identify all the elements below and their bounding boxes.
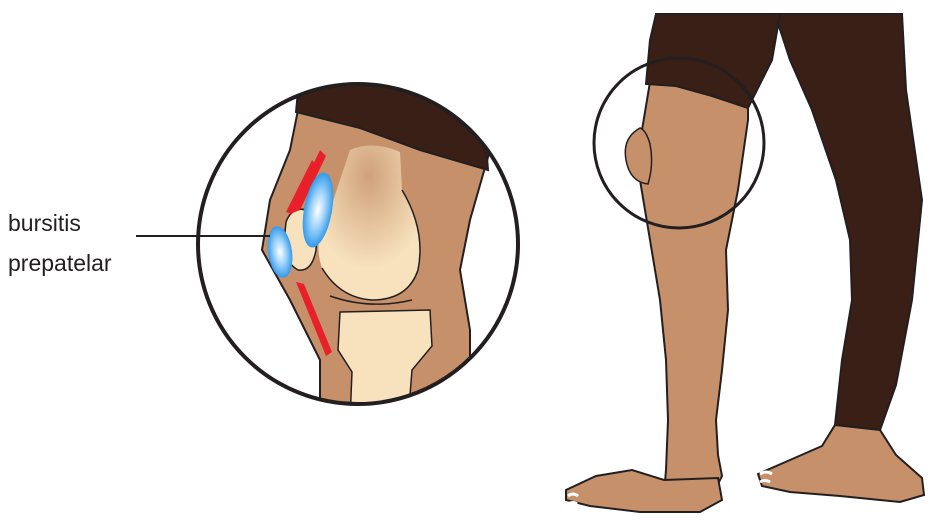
annotation-label-bursitis: bursitis — [8, 209, 81, 237]
knee-zoom-inset — [198, 70, 518, 420]
front-leg — [566, 14, 780, 512]
front-leg-skin — [640, 70, 748, 496]
back-leg-tights — [775, 14, 922, 430]
back-leg — [758, 14, 924, 502]
back-foot — [758, 425, 924, 502]
annotation-label-prepatelar: prepatelar — [8, 249, 112, 277]
kneecap-outline — [625, 128, 651, 184]
